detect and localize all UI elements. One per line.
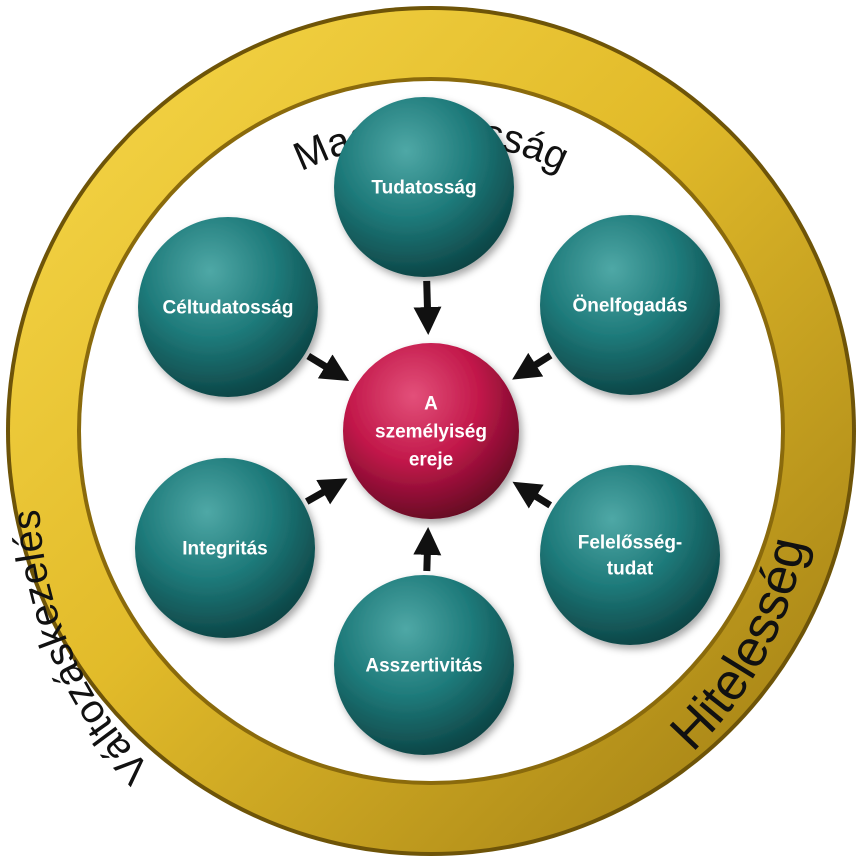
- node-label-onelfogadas-line-1: Önelfogadás: [572, 296, 687, 317]
- node-label-felelossegtudat-line-2: tudat: [607, 559, 654, 580]
- arrow-felelossegtudat: [512, 481, 553, 509]
- arrow-onelfogadas: [512, 352, 553, 380]
- node-label-asszertivitas-line-1: Asszertivitás: [365, 656, 482, 677]
- node-felelossegtudat: Felelősség-tudat: [540, 465, 720, 645]
- arrow-tudatossag: [413, 280, 442, 336]
- node-tudatossag: Tudatosság: [334, 97, 514, 277]
- arrow-integritas: [305, 478, 348, 505]
- arrow-celtudatossag: [306, 353, 350, 381]
- node-circle-tudatossag: [334, 97, 514, 277]
- node-circle-onelfogadas: [540, 215, 720, 395]
- node-label-felelossegtudat-line-1: Felelősség-: [578, 533, 683, 554]
- center-label-line-1: A: [424, 394, 438, 415]
- node-onelfogadas: Önelfogadás: [540, 215, 720, 395]
- arrows: [305, 280, 553, 572]
- node-label-tudatossag-line-1: Tudatosság: [371, 178, 476, 199]
- node-label-integritas-line-1: Integritás: [182, 539, 268, 560]
- node-circle-asszertivitas: [334, 575, 514, 755]
- node-circle-integritas: [135, 458, 315, 638]
- nodes: TudatosságÖnelfogadásFelelősség-tudatAss…: [135, 97, 720, 755]
- node-integritas: Integritás: [135, 458, 315, 638]
- center-label-line-2: személyiség: [375, 422, 487, 443]
- center-circle: [343, 343, 519, 519]
- arrow-asszertivitas: [413, 526, 442, 572]
- node-asszertivitas: Asszertivitás: [334, 575, 514, 755]
- node-celtudatossag: Céltudatosság: [138, 217, 318, 397]
- node-circle-celtudatossag: [138, 217, 318, 397]
- node-circle-felelossegtudat: [540, 465, 720, 645]
- center-label-line-3: ereje: [409, 450, 453, 471]
- node-label-celtudatossag-line-1: Céltudatosság: [163, 298, 294, 319]
